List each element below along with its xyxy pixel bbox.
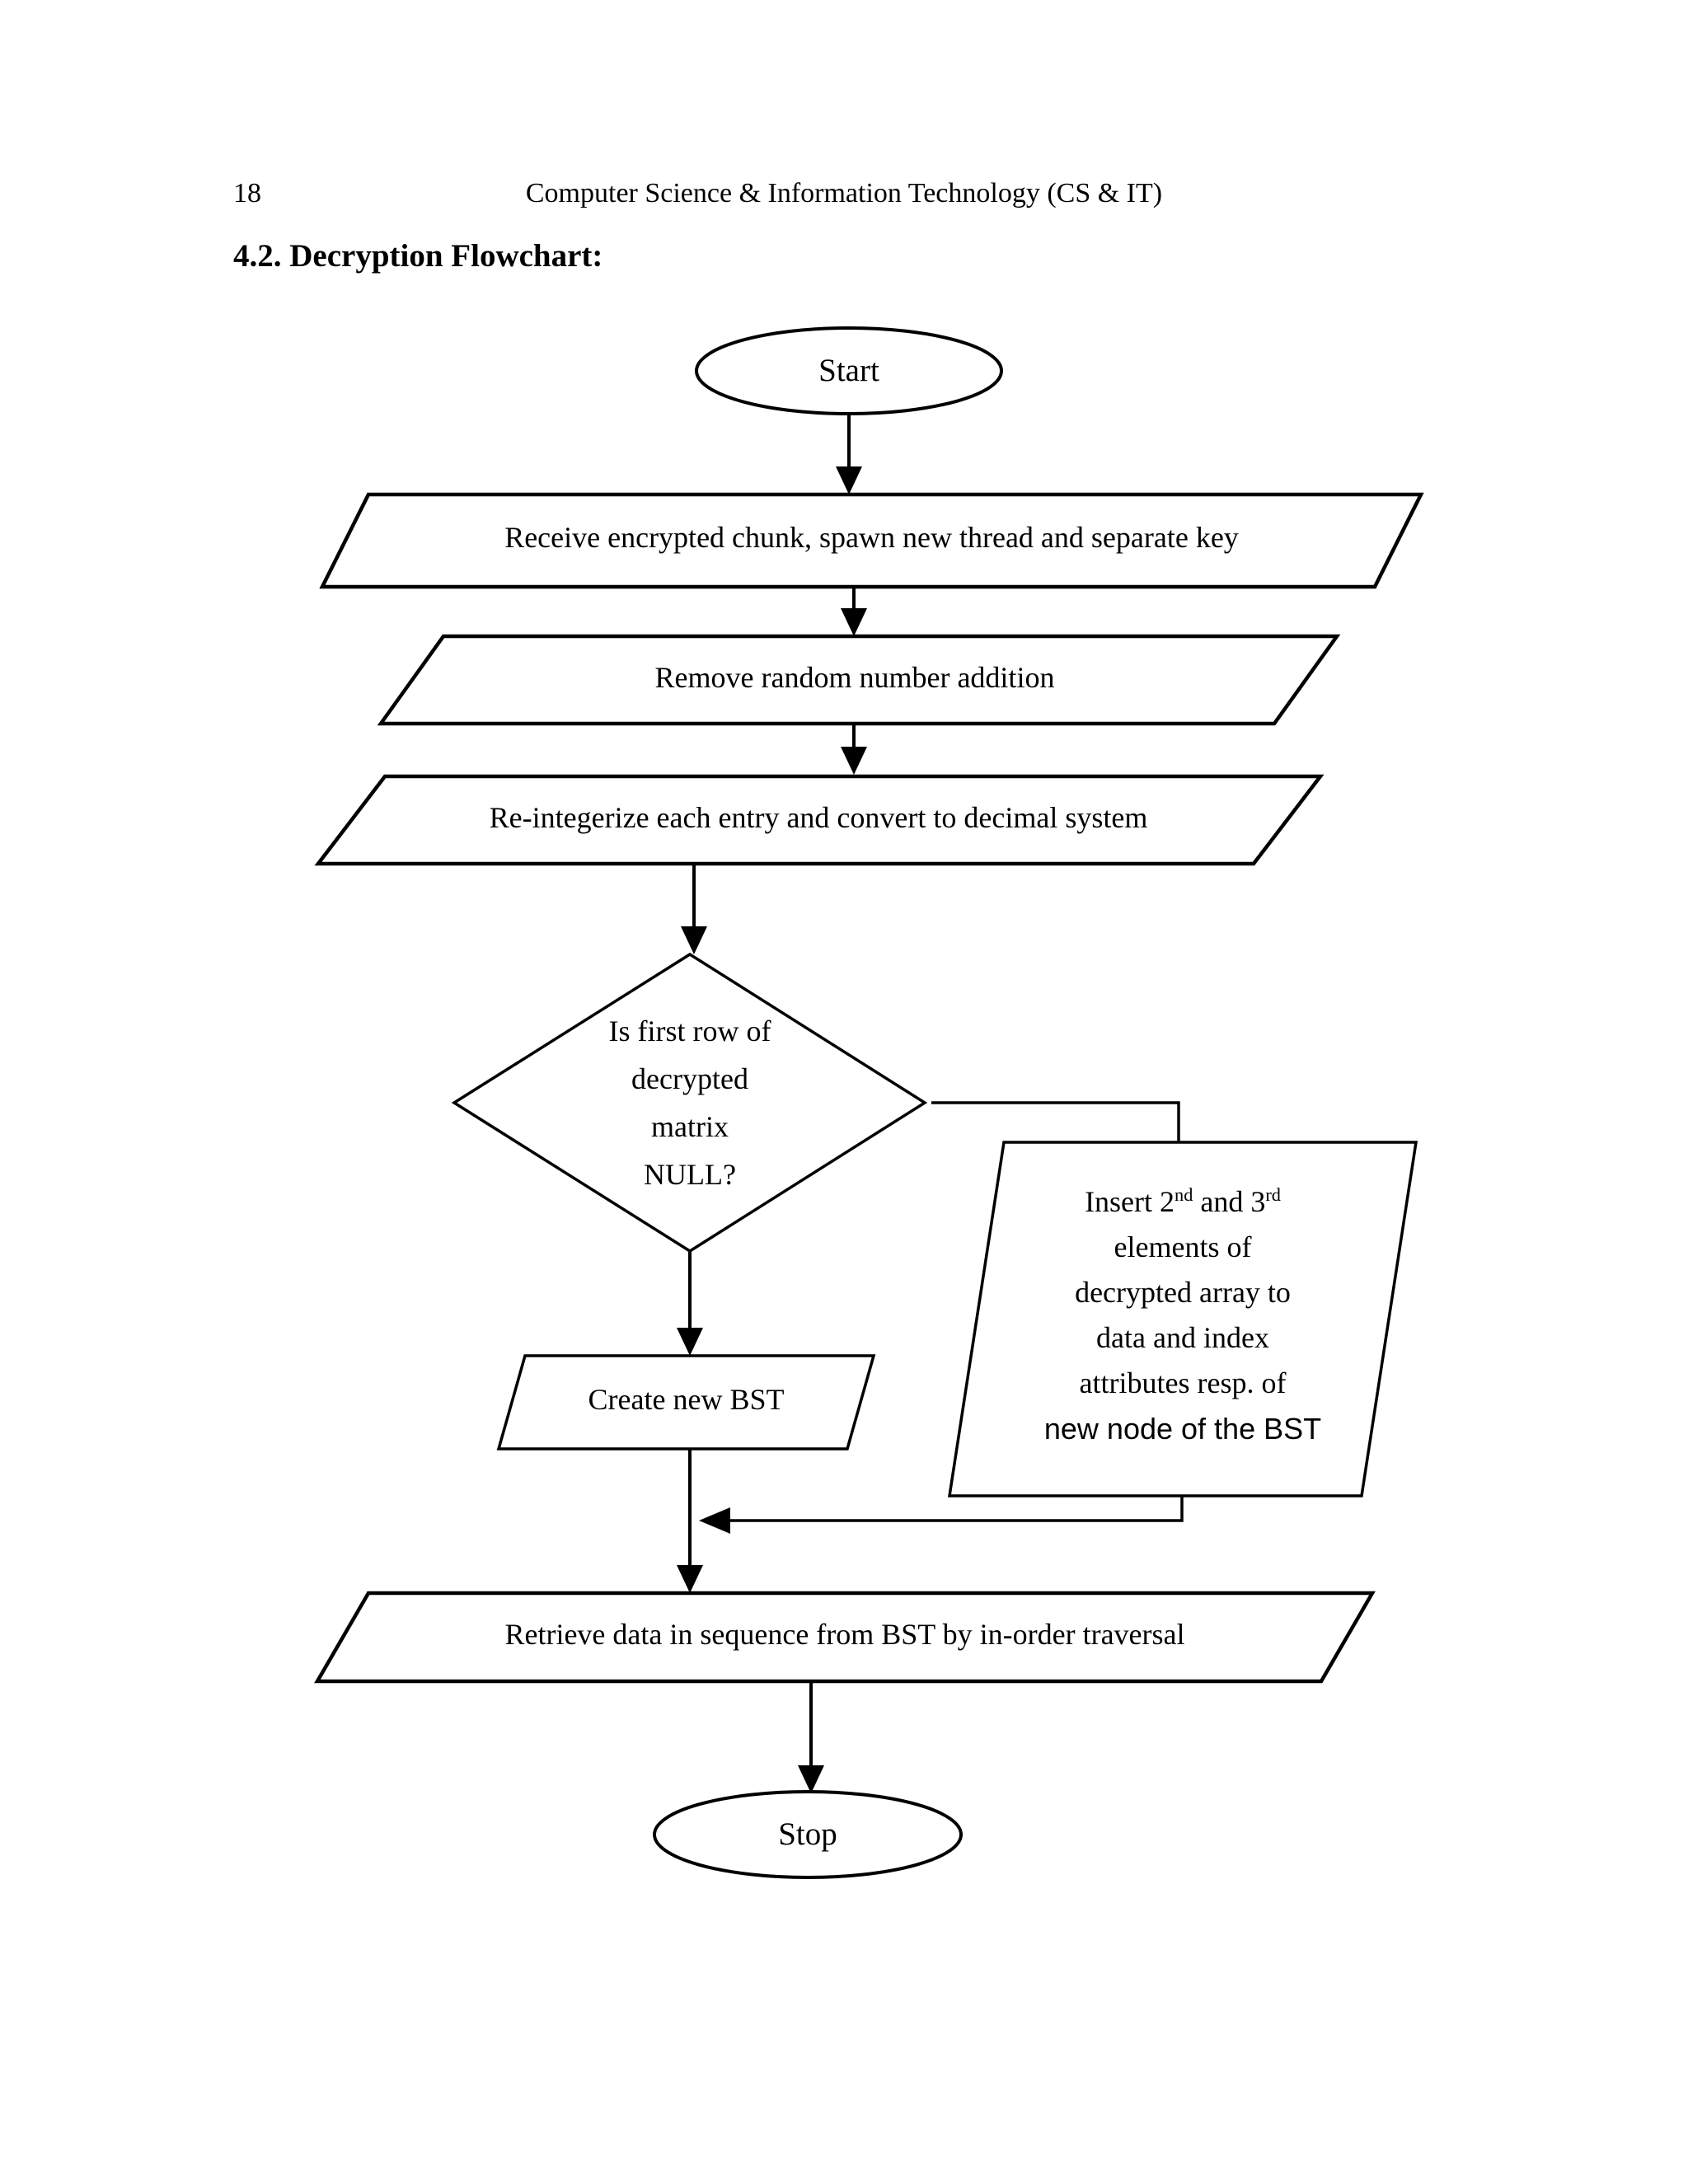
insert-parallelogram-shape: [947, 1141, 1418, 1497]
start-terminator-shape: [695, 326, 1003, 415]
retrieve-parallelogram-shape: [314, 1591, 1376, 1684]
arrow-decision-to-createbst-head: [677, 1328, 703, 1356]
page-number: 18: [233, 178, 261, 209]
arrow-start-to-receive-head: [836, 466, 862, 494]
arrow-remove-to-reintegerize-head: [841, 747, 867, 775]
arrow-retrieve-to-stop-head: [798, 1765, 824, 1793]
decision-to-insert-connector: [931, 1101, 1180, 1142]
stop-terminator-shape: [653, 1790, 963, 1879]
arrow-reintegerize-to-decision-head: [681, 926, 707, 954]
insert-to-merge-connector: [729, 1496, 1184, 1522]
arrow-createbst-to-retrieve-head: [677, 1565, 703, 1593]
arrow-receive-to-remove-head: [841, 608, 867, 636]
remove-parallelogram-shape: [377, 634, 1341, 726]
merge-arrow-head: [699, 1507, 730, 1534]
create-bst-parallelogram-shape: [496, 1354, 876, 1451]
journal-header: Computer Science & Information Technolog…: [525, 178, 1163, 209]
decision-diamond-shape: [451, 952, 928, 1254]
reintegerize-parallelogram-shape: [314, 774, 1325, 866]
section-heading: 4.2. Decryption Flowchart:: [233, 238, 603, 274]
receive-parallelogram-shape: [319, 492, 1424, 589]
